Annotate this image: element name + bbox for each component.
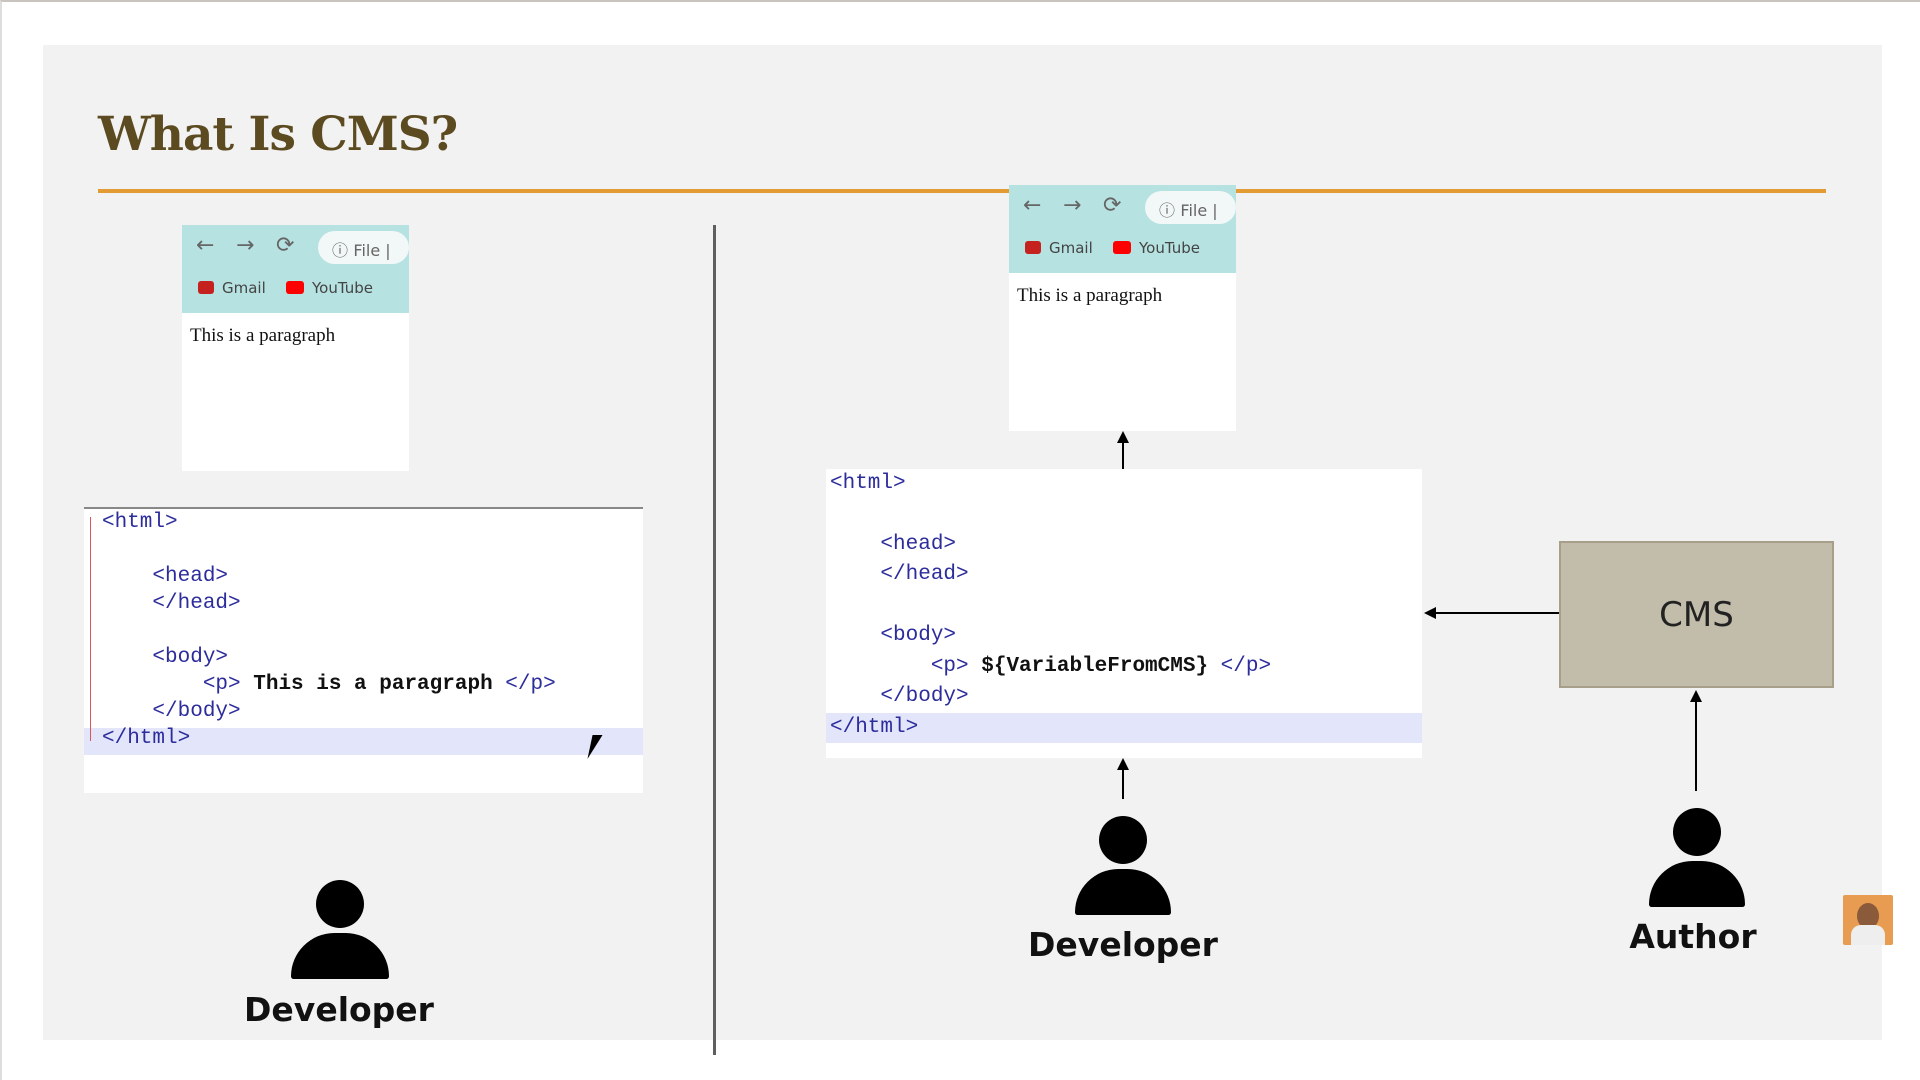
back-arrow-icon[interactable]: ←	[196, 233, 215, 258]
code-line: <body>	[102, 646, 229, 669]
code-line: <head>	[830, 533, 957, 556]
code-line: <p> This is a paragraph </p>	[102, 673, 556, 696]
arrowhead-up	[1117, 431, 1129, 443]
author-label: Author	[1629, 917, 1757, 956]
info-icon: ⓘ	[1159, 201, 1176, 220]
bookmark-youtube[interactable]: YouTube	[286, 279, 373, 297]
cms-box: CMS	[1559, 541, 1834, 688]
gmail-icon	[1025, 241, 1041, 254]
code-line: </html>	[102, 727, 191, 750]
page-paragraph: This is a paragraph	[1017, 285, 1163, 306]
browser-toolbar: ← → ⟳ ⓘ File | Gmail YouTube	[182, 225, 409, 313]
reload-icon[interactable]: ⟳	[276, 233, 295, 258]
bookmark-gmail[interactable]: Gmail	[1025, 239, 1093, 257]
cms-variable-text: ${VariableFromCMS}	[981, 655, 1209, 678]
reload-icon[interactable]: ⟳	[1103, 193, 1122, 218]
paragraph-text: This is a paragraph	[253, 673, 493, 696]
code-line: <body>	[830, 624, 957, 647]
slide: What Is CMS? ← → ⟳ ⓘ File | Gmail YouTub…	[43, 45, 1893, 1055]
code-line: </body>	[102, 700, 241, 723]
arrowhead-up	[1117, 758, 1129, 770]
youtube-icon	[286, 281, 304, 294]
developer-person-icon	[289, 880, 389, 980]
page-paragraph: This is a paragraph	[190, 325, 336, 346]
address-bar[interactable]: ⓘ File |	[318, 231, 409, 264]
right-code-editor: <html> <head> </head> <body> <p> ${Varia…	[826, 469, 1422, 758]
code-line: </html>	[830, 716, 919, 739]
bookmark-gmail[interactable]: Gmail	[198, 279, 266, 297]
code-line: <p> ${VariableFromCMS} </p>	[830, 655, 1272, 678]
code-line: <html>	[102, 511, 178, 534]
address-bar[interactable]: ⓘ File |	[1145, 191, 1236, 224]
browser-toolbar: ← → ⟳ ⓘ File | Gmail YouTube	[1009, 185, 1236, 273]
arrow-up-to-code	[1122, 767, 1124, 799]
developer-person-icon	[1073, 816, 1173, 916]
youtube-icon	[1113, 241, 1131, 254]
current-line-highlight	[826, 713, 1422, 743]
code-line: <html>	[830, 472, 906, 495]
left-developer-label: Developer	[244, 990, 434, 1029]
slide-title: What Is CMS?	[98, 107, 458, 162]
arrowhead-left	[1424, 607, 1436, 619]
forward-arrow-icon[interactable]: →	[1063, 193, 1082, 218]
section-divider	[713, 225, 716, 1055]
left-code-editor: <html> <head> </head> <body> <p> This is…	[84, 507, 643, 793]
title-underline	[98, 189, 1826, 193]
back-arrow-icon[interactable]: ←	[1023, 193, 1042, 218]
right-browser-preview: ← → ⟳ ⓘ File | Gmail YouTube This is a p…	[1009, 185, 1236, 431]
address-text: File |	[353, 241, 391, 260]
code-line: <head>	[102, 565, 229, 588]
arrow-cms-to-code	[1431, 612, 1559, 614]
fold-gutter	[90, 517, 91, 741]
address-text: File |	[1180, 201, 1218, 220]
author-person-icon	[1647, 808, 1747, 908]
code-line: </head>	[830, 563, 969, 586]
presenter-avatar	[1843, 895, 1893, 945]
left-browser-preview: ← → ⟳ ⓘ File | Gmail YouTube This is a p…	[182, 225, 409, 471]
info-icon: ⓘ	[332, 241, 349, 260]
arrow-up-to-browser	[1122, 440, 1124, 472]
bookmark-youtube[interactable]: YouTube	[1113, 239, 1200, 257]
right-developer-label: Developer	[1028, 925, 1218, 964]
gmail-icon	[198, 281, 214, 294]
forward-arrow-icon[interactable]: →	[236, 233, 255, 258]
current-line-highlight	[84, 728, 643, 755]
code-line: </head>	[102, 592, 241, 615]
code-line: </body>	[830, 685, 969, 708]
arrowhead-up	[1690, 690, 1702, 702]
arrow-author-to-cms	[1695, 699, 1697, 791]
